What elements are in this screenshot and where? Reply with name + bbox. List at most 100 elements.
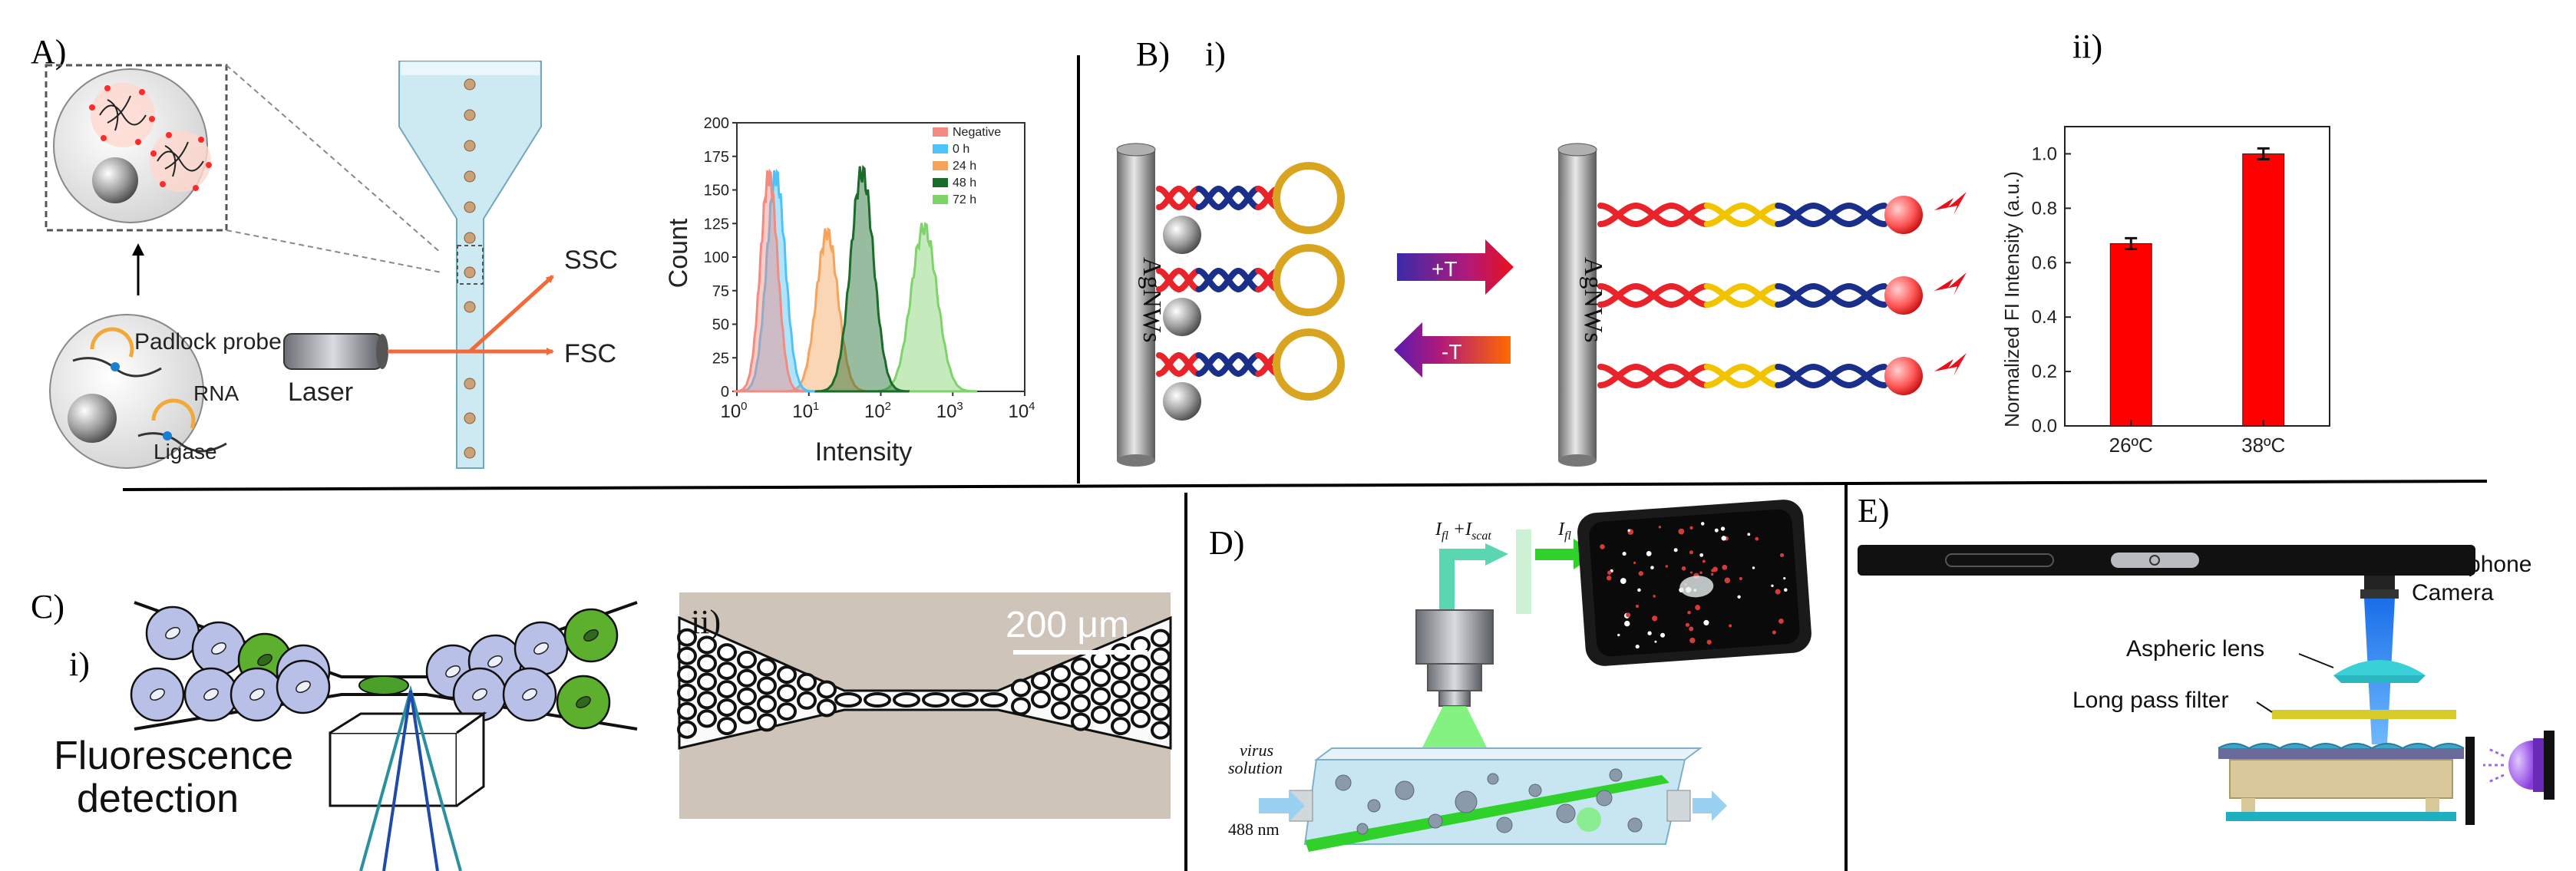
smartphone-label-1: Smartphone <box>2406 552 2531 577</box>
camera-spot <box>1646 551 1652 556</box>
fluorophore-icon <box>1884 276 1923 315</box>
histogram-series-1 <box>736 168 816 393</box>
micro-droplet <box>1071 694 1091 713</box>
droplets <box>130 605 619 730</box>
histogram-x-tick-label: 102 <box>864 400 891 422</box>
bar-1 <box>2242 153 2285 427</box>
micro-droplet <box>1131 709 1151 728</box>
gray-bead-icon <box>92 157 138 203</box>
camera-spot <box>1687 610 1691 615</box>
dna-strand-segment <box>1739 283 1782 308</box>
micro-droplet <box>677 628 697 647</box>
virus-particle-icon <box>1556 803 1576 823</box>
micro-droplet <box>797 691 817 710</box>
virus-particle-icon <box>1487 773 1499 785</box>
fluorescence-label-1: Fluorescence <box>54 734 293 778</box>
panel-b-label: B) <box>1136 35 1170 73</box>
histogram-legend-swatch <box>933 144 948 153</box>
plus-t-arrow: +T <box>1397 239 1514 295</box>
micro-droplet <box>777 665 797 685</box>
micro-droplet <box>864 692 891 708</box>
zoom-inset <box>45 64 228 232</box>
bar-category-label: 26ºC <box>2109 434 2153 457</box>
dna-strand-segment <box>1597 364 1640 388</box>
camera-spot <box>1652 615 1658 622</box>
bar-y-tick-label: 0.6 <box>2032 252 2057 273</box>
dna-strand-segment <box>1845 203 1887 227</box>
micro-droplet <box>697 691 717 710</box>
cell-icon <box>296 681 311 693</box>
histogram-legend-label: 0 h <box>953 143 969 156</box>
aspheric-lens-icon <box>2333 660 2426 683</box>
micro-droplet <box>1111 717 1131 736</box>
camera-spot <box>1721 536 1726 541</box>
histogram-legend-swatch <box>933 161 948 170</box>
micro-droplet <box>697 672 717 691</box>
micro-droplet <box>717 717 737 736</box>
camera-spot <box>1617 633 1620 637</box>
bar-0 <box>2109 242 2152 427</box>
bar-chart-frame <box>2064 126 2330 427</box>
histogram-series-2 <box>782 227 872 393</box>
panel-c-sub-ii: ii) <box>691 603 721 641</box>
camera-spot <box>1689 550 1693 555</box>
bar-y-tick-label: 0.4 <box>2032 307 2057 328</box>
camera-spot <box>1622 551 1627 556</box>
micro-droplet <box>1151 721 1171 740</box>
virus-particle-icon <box>1367 799 1381 813</box>
scale-bar-label: 200 μm <box>1006 605 1129 645</box>
camera-spot <box>1700 522 1705 526</box>
micro-droplet <box>1091 687 1111 706</box>
fluorophore-icon <box>1884 357 1923 395</box>
dna-strand-segment <box>1810 364 1852 388</box>
micro-droplet <box>677 720 697 739</box>
camera-spot <box>1624 620 1630 627</box>
fluorescent-particle-icon <box>1577 807 1601 832</box>
micro-droplet <box>737 705 757 724</box>
fluorescence-detector-icon <box>329 685 487 871</box>
plus-t-label: +T <box>1432 257 1457 281</box>
i-fl-label: Ifl <box>1557 520 1571 543</box>
dna-strand-segment <box>1775 364 1817 388</box>
cell-icon <box>533 642 549 655</box>
bar-y-tick-label: 0.8 <box>2032 198 2057 219</box>
droplet-positive <box>358 675 409 695</box>
camera-spot <box>1689 626 1694 632</box>
bar-category-label: 38ºC <box>2241 434 2285 457</box>
led-icon <box>2483 731 2555 800</box>
bar-y-tick-label: 0.2 <box>2032 361 2057 382</box>
camera-spot <box>1689 526 1693 530</box>
micro-droplet <box>697 654 717 673</box>
panel-c: C) i) Fluorescence detection ii) 200 μm <box>31 588 1172 871</box>
micro-droplet <box>757 658 777 677</box>
camera-spot <box>1722 564 1728 570</box>
micro-droplet <box>677 701 697 721</box>
panel-d: D) Ifl +Iscat Ifl <box>1209 500 1811 852</box>
virus-particle-icon <box>1596 790 1613 807</box>
bar-chart-ylabel: Normalized FI Intensity (a.u.) <box>2000 171 2023 427</box>
virus-particle-icon <box>1395 780 1415 800</box>
camera-spot <box>1681 566 1686 571</box>
histogram-legend-label: 24 h <box>953 160 976 173</box>
micro-droplet <box>1031 671 1051 691</box>
histogram-legend-swatch <box>933 195 948 204</box>
camera-spot <box>1699 553 1704 557</box>
dna-strand-segment <box>1703 203 1745 227</box>
ssc-label: SSC <box>564 246 618 275</box>
virus-label-2: solution <box>1228 758 1283 777</box>
emission-filter-icon <box>1516 530 1531 614</box>
rca-product-icon <box>89 83 155 147</box>
rna-label: RNA <box>193 381 239 405</box>
camera-spot <box>1706 639 1712 645</box>
micro-droplet <box>797 672 817 691</box>
micro-droplet <box>817 680 837 699</box>
camera-spot <box>1635 644 1640 649</box>
virus-particle-icon <box>1356 823 1369 835</box>
histogram-ylabel: Count <box>664 218 693 288</box>
histogram-legend-label: 72 h <box>953 193 976 206</box>
micro-droplet <box>1151 665 1171 685</box>
camera-spot <box>1607 570 1612 575</box>
camera-spot <box>1714 528 1719 533</box>
flow-cell <box>398 61 542 469</box>
camera-spot <box>1729 624 1732 628</box>
